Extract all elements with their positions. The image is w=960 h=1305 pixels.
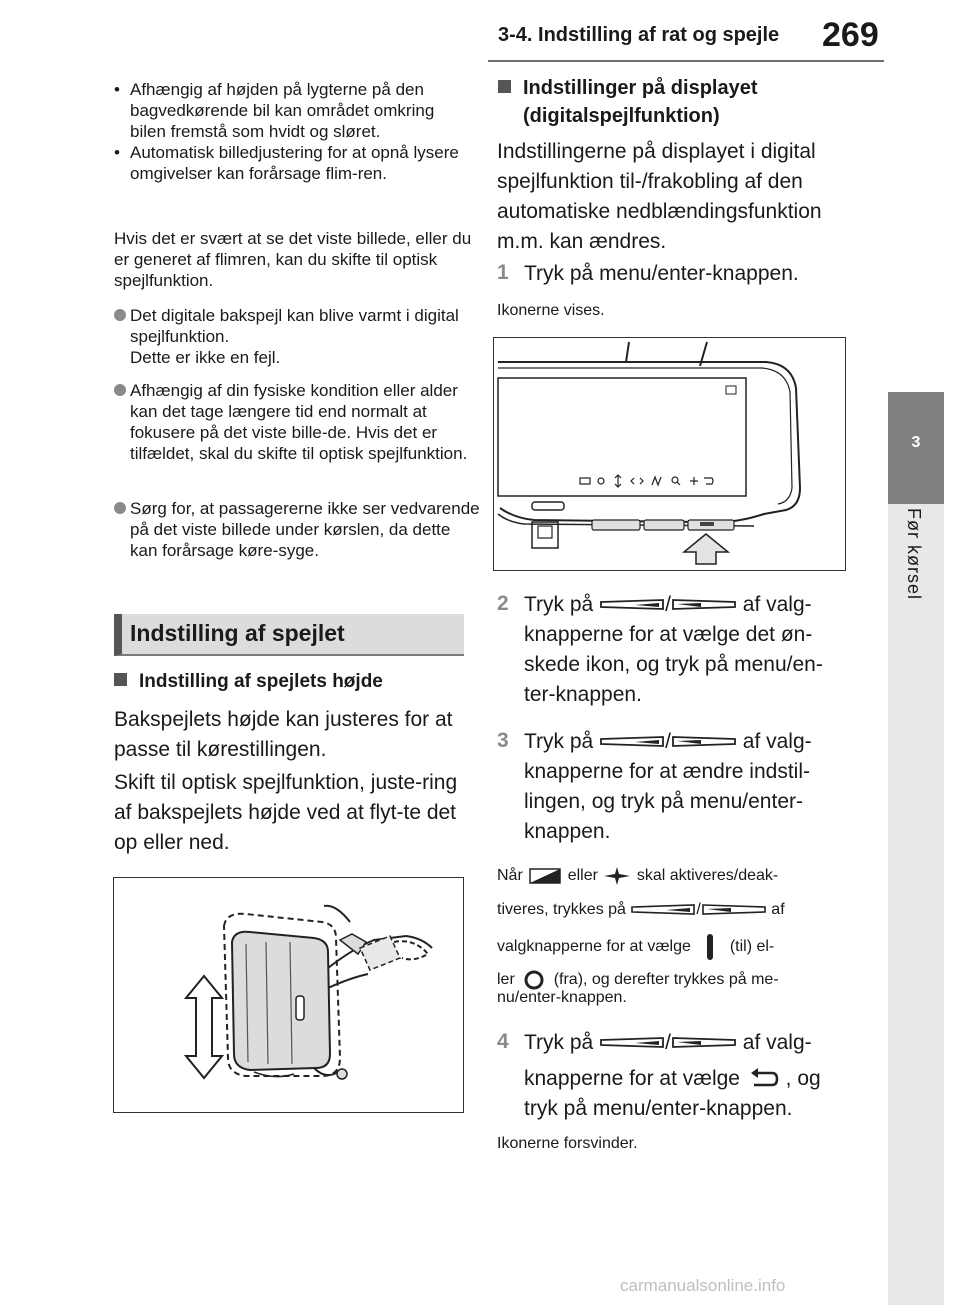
slash: / — [665, 593, 671, 616]
step-text-line: knapperne for at ændre indstil- — [524, 760, 810, 783]
right-select-button-icon — [672, 599, 736, 611]
note-item: Afhængig af din fysiske kondition eller … — [114, 380, 482, 464]
step-text-part: , og — [785, 1067, 821, 1090]
right-select-button-icon — [672, 736, 736, 748]
step-text-line: ter-knappen. — [524, 683, 642, 706]
chapter-label: Før kørsel — [904, 508, 924, 600]
step-note: Ikonerne forsvinder. — [497, 1135, 638, 1152]
step-text-part: af valg- — [742, 730, 812, 753]
body-text: Skift til optisk spejlfunktion, juste-ri… — [114, 771, 458, 854]
right-subheading-line1: Indstillinger på displayet — [523, 77, 758, 99]
step-text: knapperne for at vælge , og — [524, 1064, 821, 1094]
step-text: Tryk på / af valg- — [524, 1028, 812, 1058]
right-subheading-line2: (digitalspejlfunktion) — [523, 105, 720, 127]
step-text-part: Tryk på — [524, 1031, 594, 1054]
intro-text: Indstillingerne på displayet i digital s… — [497, 140, 822, 253]
on-bar-icon — [707, 934, 714, 960]
step-text: Tryk på / af valg- — [524, 590, 812, 620]
body-text: Bakspejlets højde kan justeres for at pa… — [114, 708, 453, 761]
note-part: (fra), og derefter trykkes på me- — [553, 971, 779, 989]
step-number: 3 — [497, 729, 509, 752]
left-select-button-icon — [600, 1037, 664, 1049]
left-select-button-icon — [631, 903, 696, 915]
square-bullet-icon — [114, 673, 127, 686]
slash: / — [696, 901, 701, 918]
right-subheading: Indstillinger på displayet — [498, 75, 758, 102]
note-part: tiveres, trykkes på — [497, 901, 626, 918]
note-line: tiveres, trykkes på / af — [497, 900, 785, 920]
note-part: ler — [497, 971, 515, 989]
step-note: Ikonerne vises. — [497, 302, 605, 319]
step-text-line: lingen, og tryk på menu/enter- — [524, 790, 803, 813]
chapter-number: 3 — [911, 434, 921, 451]
slash: / — [665, 730, 671, 753]
subheading: Indstilling af spejlets højde — [114, 668, 383, 695]
left-select-button-icon — [600, 736, 664, 748]
note-item: Det digitale bakspejl kan blive varmt i … — [114, 305, 482, 368]
bullet-list: Afhængig af højden på lygterne på den ba… — [114, 79, 474, 184]
step-text-line: skede ikon, og tryk på menu/en- — [524, 653, 823, 676]
mirror-height-illustration — [183, 904, 433, 1080]
note-part: skal aktiveres/deak- — [636, 867, 779, 885]
step-text-line: tryk på menu/enter-knappen. — [524, 1097, 793, 1120]
return-arrow-icon — [750, 1068, 779, 1087]
chapter-tab — [888, 392, 944, 504]
paragraph: Hvis det er svært at se det viste billed… — [114, 229, 472, 290]
square-bullet-icon — [498, 80, 511, 93]
note-line: nu/enter-knappen. — [497, 989, 627, 1006]
left-select-button-icon — [600, 599, 664, 611]
subheading-text: Indstilling af spejlets højde — [139, 671, 383, 692]
note-part: valgknapperne for at vælge — [497, 938, 691, 956]
section-title: Indstilling af spejlet — [130, 620, 345, 646]
step-number: 2 — [497, 592, 509, 615]
note-item: Sørg for, at passagererne ikke ser vedva… — [114, 498, 482, 561]
slash: / — [665, 1031, 671, 1054]
page-number: 269 — [822, 16, 879, 54]
note-line: ler (fra), og derefter trykkes på me- — [497, 968, 779, 992]
bullet-item: Afhængig af højden på lygterne på den ba… — [114, 79, 474, 142]
note-line: valgknapperne for at vælge (til) el- — [497, 932, 774, 962]
section-header-box — [114, 614, 464, 656]
header-rule — [488, 60, 884, 62]
watermark: carmanualsonline.info — [620, 1276, 786, 1295]
step-text-part: af valg- — [742, 1031, 812, 1054]
bullet-item: Automatisk billedjustering for at opnå l… — [114, 142, 474, 184]
right-select-button-icon — [672, 1037, 736, 1049]
step-text: Tryk på / af valg- — [524, 727, 812, 757]
note-part: Når — [497, 867, 523, 885]
step-text-line: knappen. — [524, 820, 611, 843]
note-part: (til) el- — [729, 938, 775, 956]
off-circle-icon — [524, 970, 544, 990]
step-number: 1 — [497, 261, 509, 284]
step-text: Tryk på menu/enter-knappen. — [524, 262, 799, 285]
mirror-height-figure — [113, 877, 464, 1113]
dimming-icon — [529, 868, 561, 884]
chapter-strip — [888, 504, 944, 1305]
sparkle-icon — [604, 867, 631, 885]
step-text-part: knapperne for at vælge — [524, 1067, 740, 1090]
step-text-part: Tryk på — [524, 593, 594, 616]
note-part: af — [771, 901, 785, 918]
step-number: 4 — [497, 1030, 509, 1053]
step-text-line: knapperne for at vælge det øn- — [524, 623, 813, 646]
step-text-part: Tryk på — [524, 730, 594, 753]
right-select-button-icon — [702, 903, 766, 915]
note-line: Når eller skal aktiveres/deak- — [497, 866, 778, 886]
digital-mirror-illustration — [497, 341, 802, 565]
header-title: 3-4. Indstilling af rat og spejle — [498, 24, 780, 46]
note-part: eller — [567, 867, 598, 885]
step-text-part: af valg- — [742, 593, 812, 616]
digital-mirror-figure — [493, 337, 846, 571]
